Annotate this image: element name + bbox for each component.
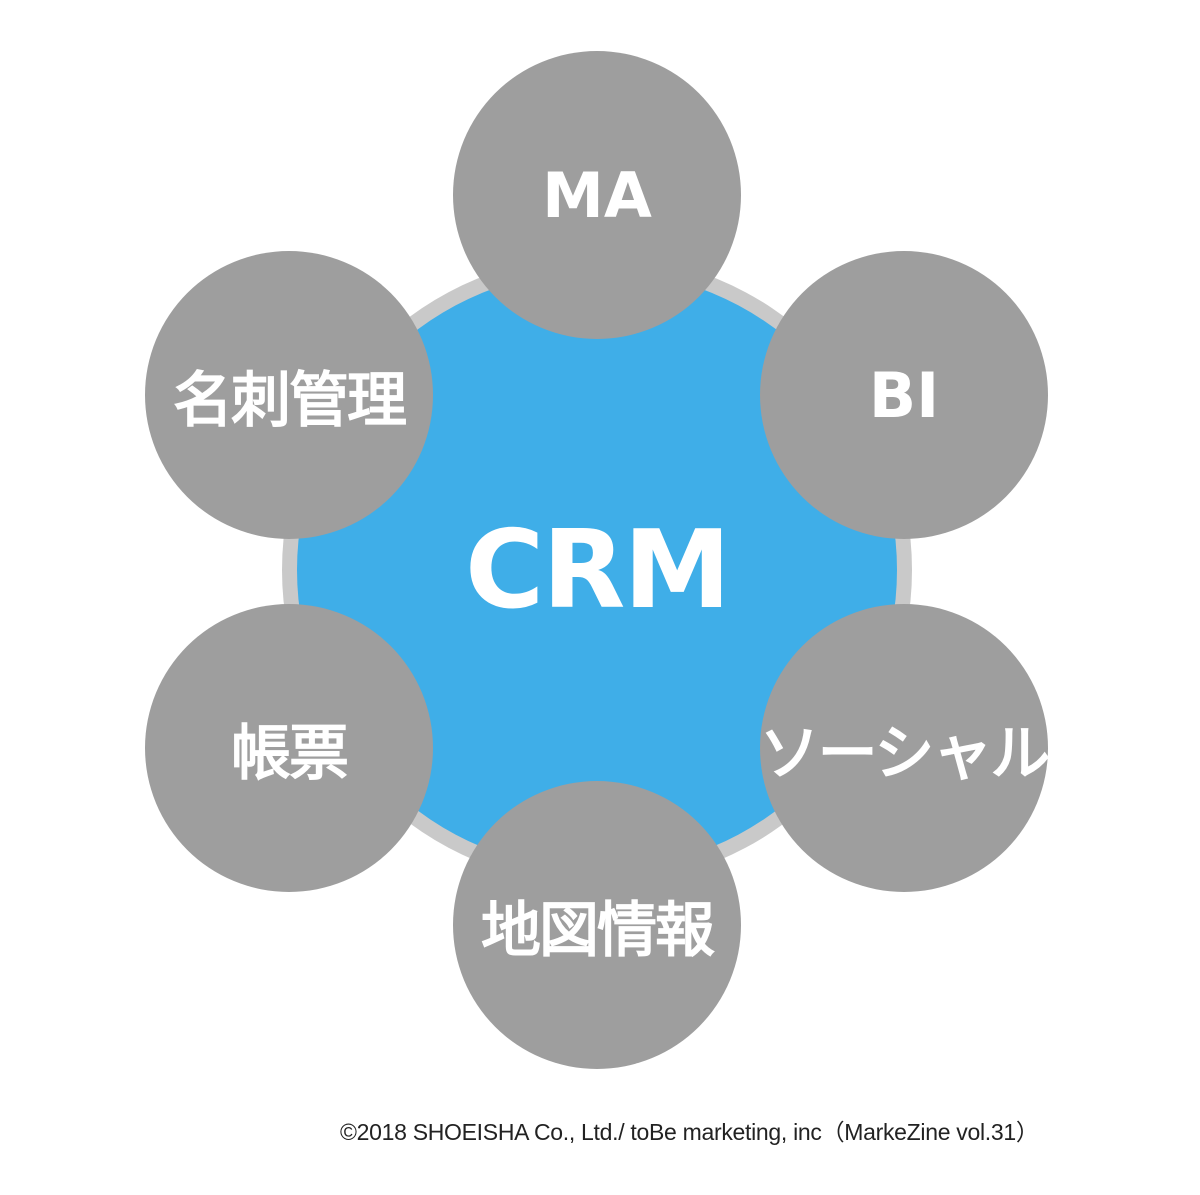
satellite-ma: MA bbox=[453, 51, 741, 339]
satellite-social: ソーシャル bbox=[759, 604, 1051, 892]
satellite-label: 名刺管理 bbox=[173, 365, 407, 436]
satellite-label: 地図情報 bbox=[481, 895, 715, 966]
copyright-credit: ©2018 SHOEISHA Co., Ltd./ toBe marketing… bbox=[340, 1119, 1039, 1145]
satellite-label: 帳票 bbox=[231, 718, 349, 789]
satellite-label: BI bbox=[868, 358, 940, 432]
satellite-forms: 帳票 bbox=[145, 604, 433, 892]
satellite-map-info: 地図情報 bbox=[453, 781, 741, 1069]
satellite-business-card: 名刺管理 bbox=[145, 251, 433, 539]
crm-label: CRM bbox=[465, 507, 731, 633]
satellite-label: ソーシャル bbox=[759, 718, 1051, 789]
satellite-bi: BI bbox=[760, 251, 1048, 539]
satellite-label: MA bbox=[542, 158, 652, 232]
